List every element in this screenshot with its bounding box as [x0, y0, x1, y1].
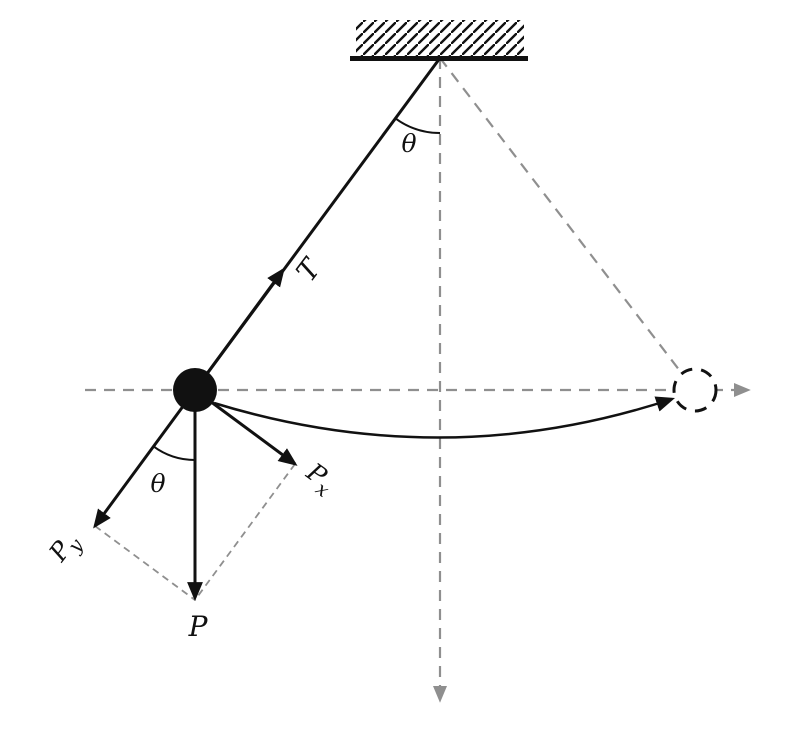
parallelogram-edge-right	[194, 463, 296, 601]
swing-radius-dashed	[439, 57, 681, 372]
ceiling-hatch	[356, 20, 524, 57]
angle-arc-bob	[152, 445, 196, 461]
weight-radial-arrow	[93, 389, 197, 529]
weight-label: P	[188, 610, 209, 643]
theta-label-top: θ	[401, 129, 416, 158]
tension-label: T	[290, 251, 329, 288]
tension-arrow	[193, 267, 285, 391]
parallelogram-edge-left	[94, 525, 196, 601]
ghost-bob-dashed	[672, 367, 718, 413]
angle-arc-top	[394, 117, 441, 135]
theta-label-bob: θ	[150, 469, 165, 498]
swing-trajectory-arc	[213, 396, 676, 439]
pendulum-bob	[173, 368, 217, 412]
weight-radial-label: Py	[43, 527, 88, 571]
weight-tangential-label: Px	[297, 457, 341, 502]
